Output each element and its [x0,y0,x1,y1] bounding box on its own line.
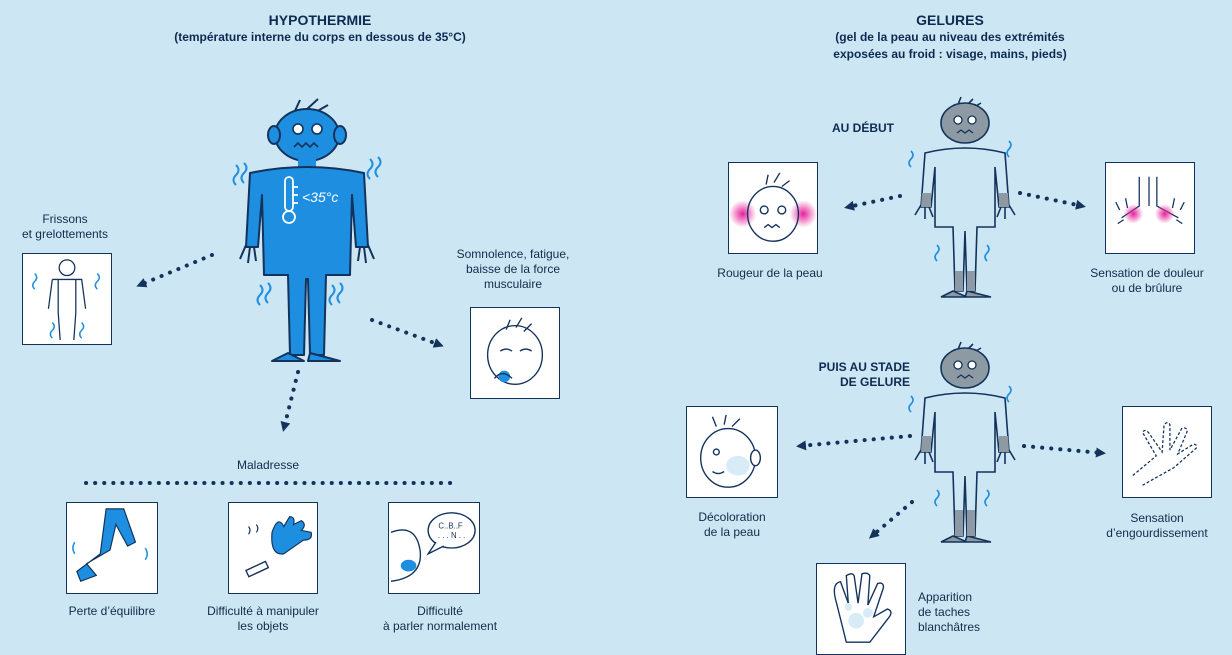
stage-advanced-label: PUIS AU STADE DE GELURE [818,360,910,389]
hypothermia-title: HYPOTHERMIE (température interne du corp… [130,12,510,46]
white-spots-hand-icon [833,572,892,643]
stage-early-label: AU DÉBUT [832,121,894,135]
pale-face-icon [700,414,762,488]
frostbite-figure-advanced [908,341,1016,543]
speech-bubble-line-2: . . . N . . [438,531,465,540]
speech-bubble-line-1: C..B..F [438,521,463,530]
frostbite-subtitle: (gel de la peau au niveau des extrémités… [833,30,1067,61]
arrow-to-taches [868,500,914,539]
label-maladresse: Maladresse [236,458,300,472]
label-somnolence: Somnolence, fatigue, baisse de la force … [456,247,570,291]
speech-difficulty-icon: C..B..F . . . N . . [390,512,476,582]
arrow-to-somnolence [370,318,444,348]
box-rougeur [728,162,818,254]
arrow-to-rougeur [844,194,902,211]
box-douleur [1105,162,1195,254]
box-decoloration [686,406,778,498]
box-frissons [22,253,112,345]
label-manipuler: Difficulté à manipuler les objets [207,604,319,633]
arrow-to-maladresse [280,370,300,432]
falling-legs-icon [72,508,148,583]
label-taches: Apparition de taches blanchâtres [918,590,981,634]
label-decoloration: Décoloration de la peau [698,510,766,539]
hypothermia-subtitle: (température interne du corps en dessous… [174,30,466,44]
frostbite-heading: GELURES [916,12,984,28]
dropping-pencil-icon [245,516,313,578]
label-frissons: Frissons et grelottements [21,212,109,241]
label-parler: Difficulté à parler normalement [382,604,498,633]
burning-feet-icon [1115,176,1185,225]
box-engourdissement [1122,406,1212,498]
frostbite-title: GELURES (gel de la peau au niveau des ex… [770,12,1130,63]
hypothermia-heading: HYPOTHERMIE [268,12,372,28]
label-douleur: Sensation de douleur ou de brûlure [1090,266,1204,295]
temperature-marker: <35°c [302,189,338,205]
hypothermia-figure: <35°c [232,98,382,362]
label-rougeur: Rougeur de la peau [717,266,823,280]
numb-hand-icon [1132,422,1198,486]
arrow-to-decoloration [796,434,912,451]
label-equilibre: Perte d’équilibre [68,604,156,618]
box-equilibre [66,502,158,594]
shivering-body-icon [32,259,100,341]
arrow-to-engourdissement [1022,444,1106,458]
frostbite-figure-early [908,96,1016,298]
box-taches [816,563,906,655]
arrow-to-douleur [1018,191,1086,210]
yawning-face-icon [486,317,544,385]
box-somnolence [470,307,560,399]
red-cheeks-face-icon [729,172,817,242]
arrow-to-frissons [136,253,214,288]
label-engourdissement: Sensation d’engourdissement [1106,511,1208,540]
box-parler: C..B..F . . . N . . [388,502,480,594]
speech-bubble-text: C..B..F . . . N . . [438,521,465,540]
box-manipuler [228,502,318,594]
